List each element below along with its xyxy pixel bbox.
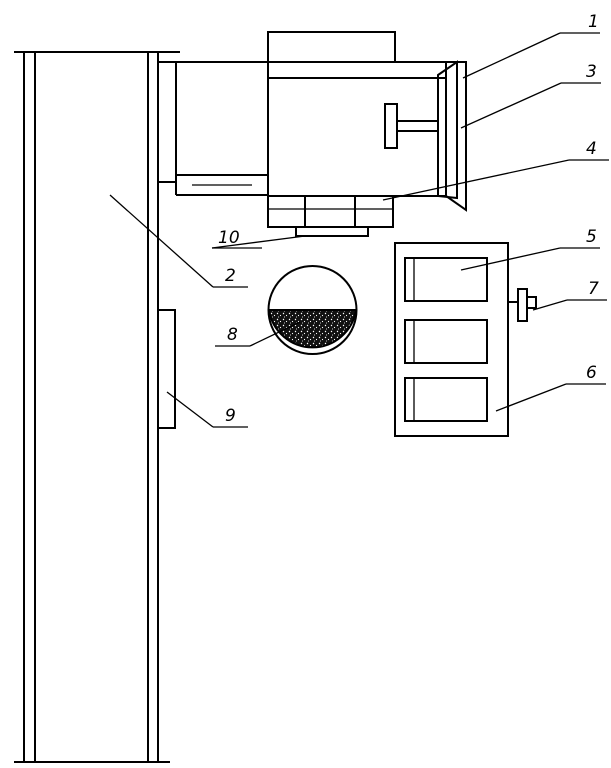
label-6: 6 bbox=[586, 363, 597, 383]
label-3: 3 bbox=[586, 62, 597, 82]
side-plate bbox=[157, 309, 176, 429]
label-1: 1 bbox=[588, 12, 599, 32]
side-door bbox=[437, 60, 467, 212]
lower-block bbox=[267, 195, 394, 237]
t-handle bbox=[384, 103, 438, 149]
leader-lines bbox=[109, 32, 609, 428]
vertical-column bbox=[14, 51, 180, 763]
mounting-bracket bbox=[158, 61, 268, 196]
label-9: 9 bbox=[225, 406, 236, 426]
label-2: 2 bbox=[225, 266, 236, 286]
label-5: 5 bbox=[586, 227, 597, 247]
round-vessel bbox=[267, 265, 358, 355]
cabinet bbox=[394, 242, 509, 437]
label-10: 10 bbox=[218, 228, 240, 248]
label-4: 4 bbox=[586, 139, 597, 159]
label-7: 7 bbox=[588, 279, 599, 299]
main-housing bbox=[267, 61, 447, 197]
side-knob bbox=[508, 288, 537, 322]
top-cap bbox=[267, 31, 396, 63]
label-8: 8 bbox=[227, 325, 238, 345]
